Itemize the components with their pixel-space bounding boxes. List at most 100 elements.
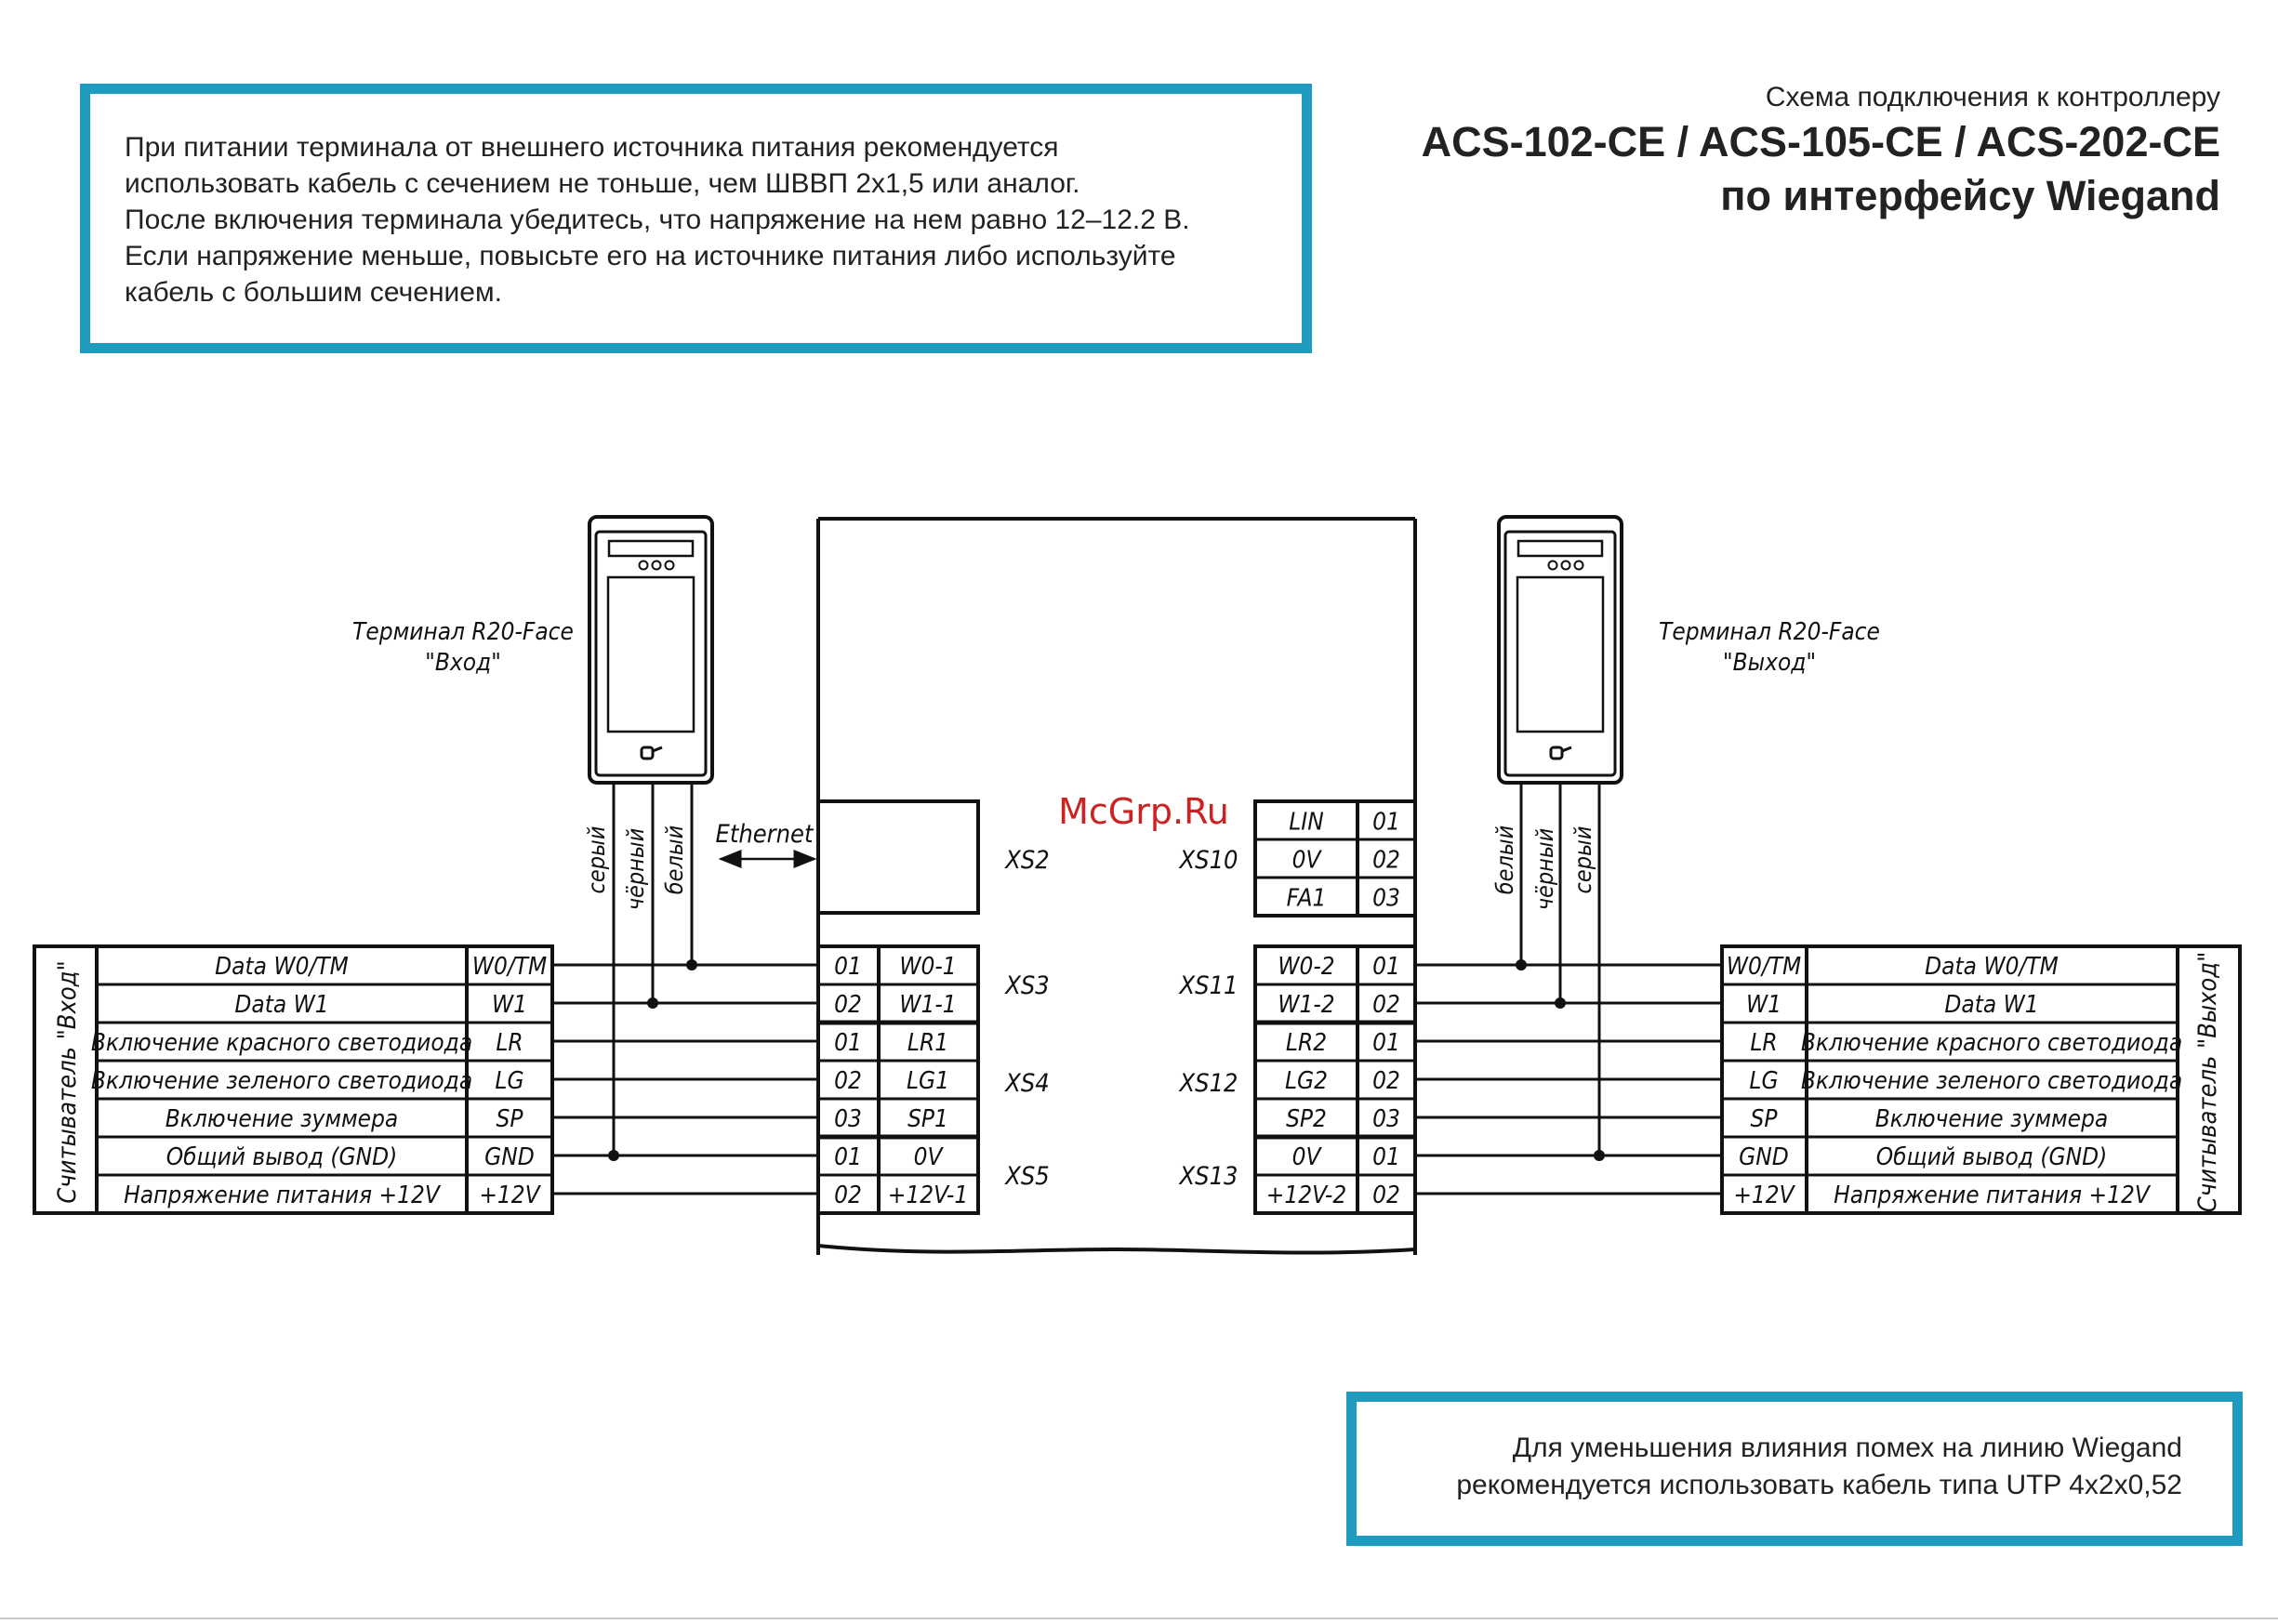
ethernet-label: Ethernet [715, 820, 815, 849]
xs10-signal: LIN [1289, 809, 1323, 837]
reader-left-desc: Data W0/TM [215, 953, 349, 981]
controller-right-signal: W0-2 [1278, 953, 1334, 981]
reader-right-desc: Напряжение питания +12V [1834, 1182, 2152, 1209]
reader-left-code: +12V [479, 1182, 541, 1209]
power-note-line-2: использовать кабель с сечением не тоньше… [125, 168, 1080, 199]
diagram-title-line-2: по интерфейсу Wiegand [1720, 172, 2220, 219]
connector-xs11: XS11 [1178, 971, 1238, 1000]
reader-right-desc: Включение зеленого светодиода [1801, 1067, 2182, 1095]
reader-right-desc: Data W0/TM [1925, 953, 2059, 981]
controller-right-pin: 02 [1372, 1182, 1400, 1209]
controller-right-pin: 01 [1372, 1029, 1400, 1057]
terminal-right-label-2: "Выход" [1723, 649, 1816, 677]
xs10-pin: 03 [1372, 885, 1400, 913]
controller-left-signal: 0V [914, 1143, 945, 1171]
reader-right-desc: Data W1 [1944, 991, 2038, 1019]
wire-junction [1555, 997, 1566, 1009]
connector-xs3: XS3 [1003, 971, 1050, 1000]
controller-right-signal: SP2 [1286, 1105, 1327, 1133]
diagram-title-block: Схема подключения к контроллеру ACS-102-… [1422, 80, 2220, 223]
reader-left-desc: Включение красного светодиода [91, 1029, 472, 1057]
reader-right-code: W1 [1746, 991, 1781, 1019]
reader-right-desc: Общий вывод (GND) [1876, 1143, 2108, 1171]
controller-left-pin: 01 [834, 953, 862, 981]
reader-left-code: SP [497, 1105, 524, 1133]
reader-right-title: Считыватель "Выход" [2193, 952, 2222, 1213]
reader-left-desc: Напряжение питания +12V [124, 1182, 442, 1209]
reader-right-desc: Включение красного светодиода [1801, 1029, 2182, 1057]
diagram-subtitle: Схема подключения к контроллеру [1765, 82, 2220, 112]
reader-left-code: W1 [492, 991, 527, 1019]
wire-label-right-white: белый [1491, 825, 1518, 894]
reader-right-code: GND [1739, 1143, 1789, 1171]
reader-left-desc: Включение зуммера [166, 1105, 399, 1133]
connector-xs13: XS13 [1178, 1162, 1238, 1191]
reader-left-code: LR [496, 1029, 523, 1057]
diagram-title-line-1: ACS-102-CE / ACS-105-CE / ACS-202-CE [1421, 118, 2220, 165]
reader-right-desc: Включение зуммера [1875, 1105, 2109, 1133]
connector-xs12: XS12 [1178, 1069, 1238, 1098]
controller-right-pin: 02 [1372, 1067, 1400, 1095]
power-note-line-5: кабель с большим сечением. [125, 277, 502, 308]
terminal-right-label-1: Терминал R20-Face [1659, 618, 1880, 646]
reader-left-code: W0/TM [472, 953, 547, 981]
reader-right-code: SP [1751, 1105, 1779, 1133]
reader-right-code: LG [1749, 1067, 1778, 1095]
controller-right-signal: W1-2 [1278, 991, 1334, 1019]
reader-left-desc: Общий вывод (GND) [166, 1143, 398, 1171]
xs10-signal: 0V [1292, 847, 1323, 875]
connector-xs5: XS5 [1003, 1162, 1050, 1191]
reader-left-title: Считыватель "Вход" [53, 960, 82, 1203]
controller-right-pin: 03 [1372, 1105, 1400, 1133]
controller-left-pin: 02 [834, 1182, 862, 1209]
reader-left-desc: Data W1 [234, 991, 328, 1019]
wire-junction [1516, 959, 1527, 970]
wire-junction [647, 997, 658, 1009]
controller-left-signal: W0-1 [899, 953, 956, 981]
wire-junction [686, 959, 697, 970]
wire-junction [1594, 1150, 1605, 1161]
footer-divider [0, 1617, 2278, 1619]
reader-left-code: GND [484, 1143, 535, 1171]
controller-right-signal: 0V [1292, 1143, 1323, 1171]
controller-left-pin: 02 [834, 1067, 862, 1095]
controller-left-signal: SP1 [907, 1105, 948, 1133]
terminal-left-label-2: "Вход" [425, 649, 501, 677]
controller-right-pin: 02 [1372, 991, 1400, 1019]
power-note-box: При питании терминала от внешнего источн… [80, 84, 1312, 353]
watermark: McGrp.Ru [1058, 791, 1229, 832]
connector-xs2: XS2 [1003, 846, 1050, 875]
controller-left-pin: 01 [834, 1143, 862, 1171]
controller-right-signal: LG2 [1285, 1067, 1328, 1095]
controller-left-signal: +12V-1 [888, 1182, 968, 1209]
controller-left-pin: 03 [834, 1105, 862, 1133]
wire-label-right-black: чёрный [1531, 828, 1558, 911]
terminal-left-device [588, 515, 714, 785]
terminal-left-label-1: Терминал R20-Face [352, 618, 574, 646]
reader-right-code: +12V [1733, 1182, 1795, 1209]
wiegand-note-line-2: рекомендуется использовать кабель типа U… [1456, 1470, 2182, 1500]
controller-left-pin: 02 [834, 991, 862, 1019]
controller-left-pin: 01 [834, 1029, 862, 1057]
controller-right-signal: LR2 [1286, 1029, 1327, 1057]
power-note-line-1: При питании терминала от внешнего источн… [125, 132, 1059, 163]
controller-right-signal: +12V-2 [1266, 1182, 1346, 1209]
wiegand-note-box: Для уменьшения влияния помех на линию Wi… [1346, 1392, 2243, 1546]
connector-xs4: XS4 [1003, 1069, 1050, 1098]
xs10-block [1253, 799, 1417, 918]
reader-left-desc: Включение зеленого светодиода [91, 1067, 472, 1095]
connector-xs10: XS10 [1178, 846, 1238, 875]
wire-label-right-grey: серый [1569, 826, 1596, 894]
wire-label-left-white: белый [661, 825, 688, 894]
xs10-pin: 01 [1372, 809, 1400, 837]
controller-left-signal: W1-1 [899, 991, 956, 1019]
reader-right-code: LR [1750, 1029, 1777, 1057]
controller-left-signal: LR1 [907, 1029, 948, 1057]
wire-label-left-black: чёрный [622, 828, 649, 911]
reader-left-code: LG [495, 1067, 523, 1095]
power-note-line-3: После включения терминала убедитесь, что… [125, 205, 1190, 235]
wiegand-note-line-1: Для уменьшения влияния помех на линию Wi… [1512, 1433, 2182, 1463]
reader-right-code: W0/TM [1727, 953, 1801, 981]
